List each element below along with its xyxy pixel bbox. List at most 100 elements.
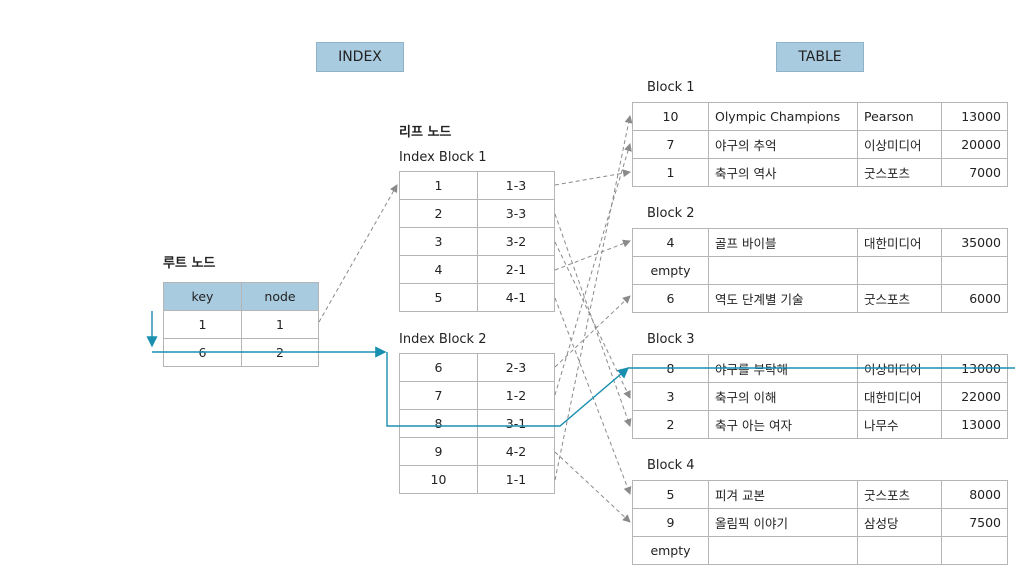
table-row: 1 1 (163, 310, 319, 339)
index-pointer-cell: 4-1 (477, 283, 555, 312)
pointer-arrow (554, 143, 632, 396)
record-key-cell: empty (632, 536, 709, 565)
record-price-cell (941, 256, 1008, 285)
index-key-cell: 3 (399, 227, 478, 256)
block-2-title: Block 2 (647, 206, 695, 221)
record-publisher-cell: 이상미디어 (857, 354, 942, 383)
index-pointer-cell: 2-3 (477, 353, 555, 382)
record-key-cell: 2 (632, 410, 709, 439)
record-key-cell: 10 (632, 102, 709, 131)
record-publisher-cell (857, 256, 942, 285)
record-title-cell (708, 256, 858, 285)
index-key-cell: 5 (399, 283, 478, 312)
record-publisher-cell: 대한미디어 (857, 382, 942, 411)
record-publisher-cell: 굿스포츠 (857, 158, 942, 187)
record-publisher-cell: 굿스포츠 (857, 284, 942, 313)
record-price-cell: 7000 (941, 158, 1008, 187)
pointer-arrow (554, 169, 631, 186)
leaf-node-title: 리프 노드 (399, 125, 452, 140)
root-key-cell: 6 (163, 338, 242, 367)
record-key-cell: empty (632, 256, 709, 285)
record-key-cell: 3 (632, 382, 709, 411)
root-header-key: key (163, 282, 242, 311)
index-pointer-cell: 1-2 (477, 381, 555, 410)
record-publisher-cell (857, 536, 942, 565)
table-row: 6 2 (163, 338, 319, 367)
index-key-cell: 1 (399, 171, 478, 200)
record-price-cell: 22000 (941, 382, 1008, 411)
record-key-cell: 6 (632, 284, 709, 313)
record-title-cell: 축구의 이해 (708, 382, 858, 411)
record-title-cell: Olympic Champions (708, 102, 858, 131)
record-key-cell: 7 (632, 130, 709, 159)
index-key-cell: 2 (399, 199, 478, 228)
record-key-cell: 1 (632, 158, 709, 187)
pointer-arrow (554, 241, 631, 399)
block-1-title: Block 1 (647, 80, 695, 95)
record-price-cell: 20000 (941, 130, 1008, 159)
index-key-cell: 8 (399, 409, 478, 438)
record-price-cell: 13000 (941, 410, 1008, 439)
pointer-arrow (554, 451, 631, 523)
index-block-1-title: Index Block 1 (399, 150, 487, 165)
record-title-cell: 역도 단계별 기술 (708, 284, 858, 313)
record-title-cell: 야구를 부탁해 (708, 354, 858, 383)
index-key-cell: 4 (399, 255, 478, 284)
root-node-cell: 1 (241, 310, 319, 339)
record-title-cell: 야구의 추억 (708, 130, 858, 159)
block-3-title: Block 3 (647, 332, 695, 347)
table-row: empty (632, 256, 1008, 285)
record-publisher-cell: 나무수 (857, 410, 942, 439)
index-pointer-cell: 1-3 (477, 171, 555, 200)
record-price-cell (941, 536, 1008, 565)
root-header-node: node (241, 282, 319, 311)
root-to-leaf1-arrow (318, 184, 398, 323)
pointer-arrow (554, 239, 631, 271)
record-title-cell: 축구의 역사 (708, 158, 858, 187)
record-price-cell: 35000 (941, 228, 1008, 257)
index-pointer-cell: 3-2 (477, 227, 555, 256)
record-publisher-cell: 대한미디어 (857, 228, 942, 257)
index-pointer-cell: 2-1 (477, 255, 555, 284)
record-key-cell: 5 (632, 480, 709, 509)
root-header-row: key node (163, 282, 319, 311)
record-publisher-cell: Pearson (857, 102, 942, 131)
record-publisher-cell: 삼성당 (857, 508, 942, 537)
record-key-cell: 4 (632, 228, 709, 257)
record-key-cell: 8 (632, 354, 709, 383)
pointer-arrow (554, 295, 631, 368)
record-title-cell: 축구 아는 여자 (708, 410, 858, 439)
record-title-cell (708, 536, 858, 565)
index-pointer-cell: 4-2 (477, 437, 555, 466)
root-node-table: key node 1 1 6 2 (163, 282, 319, 367)
record-price-cell: 8000 (941, 480, 1008, 509)
pointer-arrow (554, 297, 632, 495)
block-4-title: Block 4 (647, 458, 695, 473)
root-node-cell: 2 (241, 338, 319, 367)
root-key-cell: 1 (163, 310, 242, 339)
index-key-cell: 6 (399, 353, 478, 382)
record-title-cell: 피겨 교본 (708, 480, 858, 509)
